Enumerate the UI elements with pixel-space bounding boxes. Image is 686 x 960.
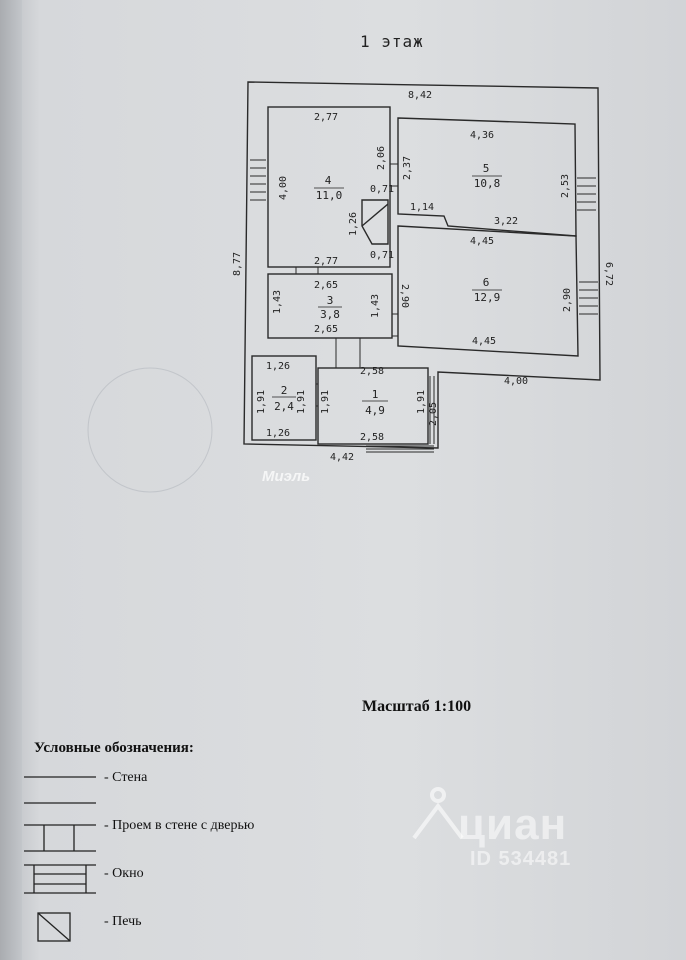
dim-r6-top: 4,45 — [470, 236, 494, 247]
dim-r1-left: 1,91 — [320, 390, 331, 414]
room-3-area: 3,8 — [320, 308, 340, 321]
watermark-id: ID 534481 — [470, 848, 572, 870]
room-3-outline — [267, 273, 393, 339]
dim-r5-right: 2,53 — [560, 174, 571, 198]
room-6-area: 12,9 — [474, 291, 501, 304]
dim-r4-inner-a: 2,06 — [376, 146, 387, 170]
stove-icon — [37, 912, 71, 942]
wall-icon — [24, 776, 96, 804]
door-room3-room1 — [335, 338, 361, 368]
floor-title: 1 этаж — [360, 32, 424, 51]
dim-r3-right: 1,43 — [370, 294, 381, 318]
dim-r6-bottom: 4,45 — [472, 336, 496, 347]
dim-r4-bottom: 2,77 — [314, 256, 338, 267]
room-4-outline — [267, 106, 391, 268]
door-room4-room5 — [390, 163, 398, 187]
room-4-area: 11,0 — [316, 189, 343, 202]
room-1-number: 1 — [372, 388, 379, 401]
dim-r4-inner-c: 1,26 — [348, 212, 359, 236]
window-left — [250, 159, 266, 201]
room-1-area: 4,9 — [365, 404, 385, 417]
dim-r4-left: 4,00 — [278, 176, 289, 200]
window-porch — [429, 376, 435, 444]
dim-overall-left: 8,77 — [232, 252, 243, 276]
dim-overall-right: 6,72 — [603, 262, 614, 286]
dim-r5-bottom-b: 3,22 — [494, 216, 518, 227]
dim-r3-left: 1,43 — [272, 290, 283, 314]
room-6-number: 6 — [483, 276, 490, 289]
dim-r3-bottom: 2,65 — [314, 324, 338, 335]
window-icon — [24, 864, 96, 894]
dim-r5-bottom-a: 1,14 — [410, 202, 434, 213]
door-opening-icon — [24, 824, 96, 852]
room-2-outline — [251, 355, 317, 441]
mial-logo: Миэль — [262, 468, 311, 485]
dim-overall-top: 8,42 — [408, 90, 432, 101]
cian-pin-icon — [412, 787, 464, 840]
dim-r4-inner-d: 0,71 — [370, 250, 394, 261]
legend-title: Условные обозначения: — [34, 740, 194, 756]
dim-r1-bottom: 2,58 — [360, 432, 384, 443]
dim-r6-left: 2,90 — [399, 284, 410, 308]
dim-r4-inner-b: 0,71 — [370, 184, 394, 195]
door-room4-room3 — [295, 267, 319, 274]
dim-r2-right: 1,91 — [296, 390, 307, 414]
stove-outline — [361, 199, 389, 245]
room-2-area: 2,4 — [274, 400, 294, 413]
room-4-number: 4 — [325, 174, 332, 187]
legend-label-stove: - Печь — [104, 914, 142, 929]
legend-label-wall: - Стена — [104, 770, 148, 785]
legend-label-window: - Окно — [104, 866, 144, 881]
dim-r2-bottom: 1,26 — [266, 428, 290, 439]
dim-r1-top: 2,58 — [360, 366, 384, 377]
dim-r2-left: 1,91 — [256, 390, 267, 414]
dim-r1-right: 1,91 — [416, 390, 427, 414]
dim-r2-top: 1,26 — [266, 361, 290, 372]
scale-label: Масштаб 1:100 — [362, 698, 472, 715]
room-3-number: 3 — [327, 294, 334, 307]
dim-r3-top: 2,65 — [314, 280, 338, 291]
window-bottom — [366, 445, 434, 453]
window-right-lower — [579, 281, 598, 315]
dim-r4-top: 2,77 — [314, 112, 338, 123]
room-2-number: 2 — [281, 384, 288, 397]
door-room2-room1 — [316, 383, 318, 407]
dim-r5-left: 2,37 — [402, 156, 413, 180]
room-6-outline — [397, 225, 579, 357]
legend-label-door: - Проем в стене с дверью — [104, 818, 255, 833]
door-room3-room6 — [392, 313, 398, 337]
outer-wall — [243, 81, 601, 449]
room-5-number: 5 — [483, 162, 490, 175]
stamp-mark — [87, 367, 213, 493]
dim-overall-bottom: 4,42 — [330, 452, 354, 463]
watermark-brand: циан — [458, 800, 568, 849]
room-5-outline — [397, 117, 577, 237]
dim-r5-top: 4,36 — [470, 130, 494, 141]
dim-step-bottom: 4,00 — [504, 376, 528, 387]
window-right-upper — [577, 177, 596, 211]
page-spine — [0, 0, 22, 960]
dim-porch: 2,05 — [428, 402, 439, 426]
stove-diagonal — [361, 203, 389, 227]
room-5-area: 10,8 — [474, 177, 501, 190]
dim-r6-right: 2,90 — [562, 288, 573, 312]
